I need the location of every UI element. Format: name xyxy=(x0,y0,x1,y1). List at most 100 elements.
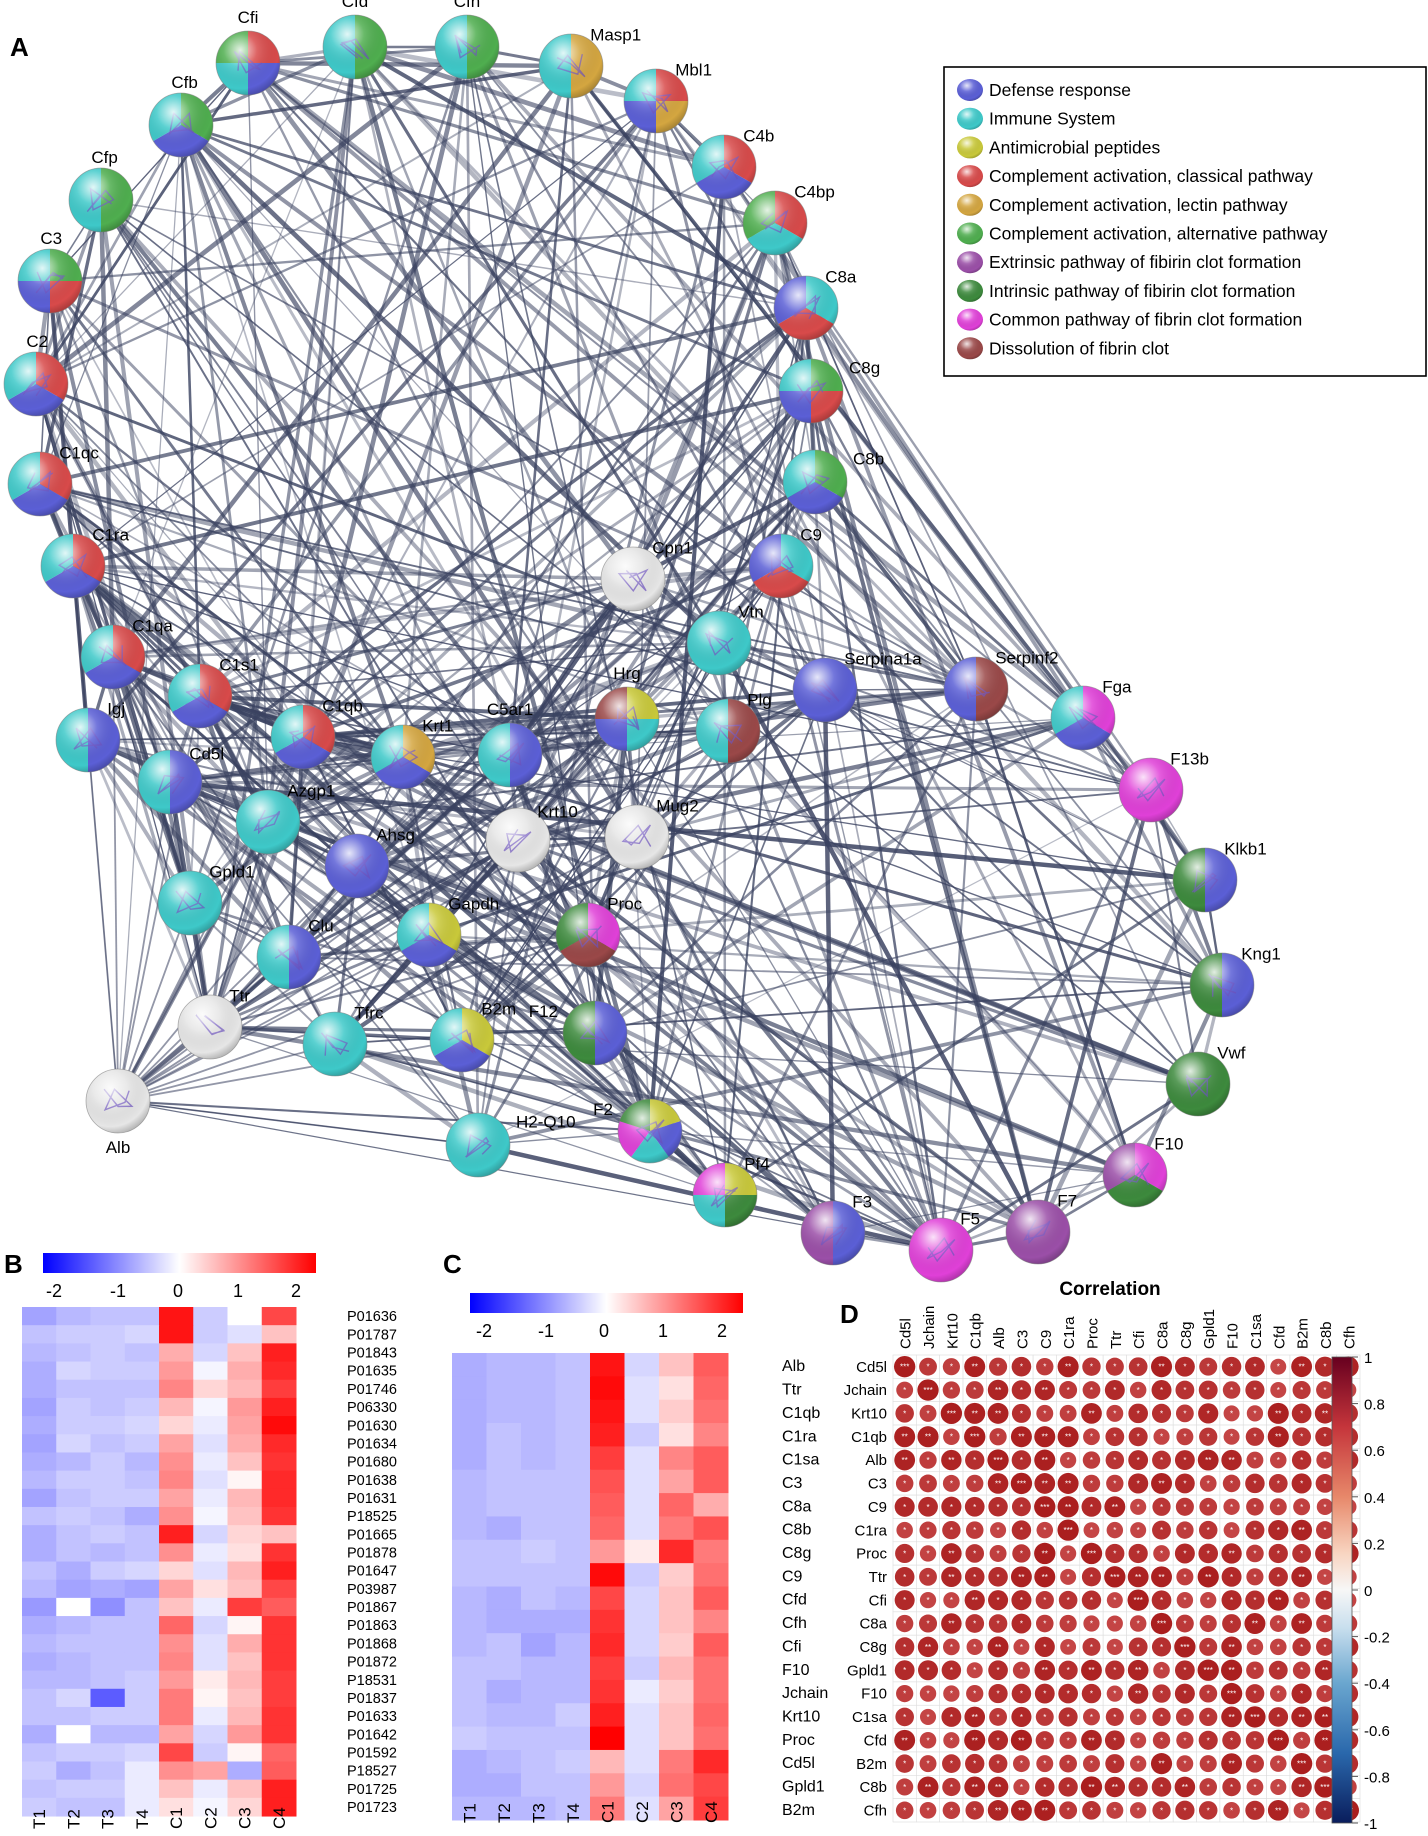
node-label: C4b xyxy=(743,126,774,145)
corr-circle xyxy=(1270,1382,1287,1399)
node-gpld1[interactable]: Gpld1 xyxy=(157,862,255,936)
node-cfb[interactable]: Cfb xyxy=(148,73,214,158)
node-f13b[interactable]: F13b xyxy=(1118,749,1209,823)
corr-circle xyxy=(1059,1731,1077,1749)
corr-circle xyxy=(1104,1730,1125,1751)
node-f2[interactable]: F2 xyxy=(593,1098,683,1164)
corr-circle xyxy=(1293,1498,1311,1516)
node-c1qb[interactable]: C1qb xyxy=(270,696,363,770)
node-pf4[interactable]: Pf4 xyxy=(692,1154,770,1228)
node-c8g[interactable]: C8g xyxy=(778,358,880,424)
heatmap-col-label: C1 xyxy=(167,1807,186,1829)
node-ahsg[interactable]: Ahsg xyxy=(324,825,415,899)
corr-circle xyxy=(1244,1706,1266,1728)
network-edge xyxy=(208,736,305,1028)
node-c3[interactable]: C3 xyxy=(17,229,83,314)
corr-significance: ** xyxy=(995,1806,1001,1815)
node-masp1[interactable]: Masp1 xyxy=(538,25,641,99)
node-f3[interactable]: F3 xyxy=(800,1192,872,1266)
node-c4bp[interactable]: C4bp xyxy=(742,182,835,256)
node-serpina1a[interactable]: Serpina1a xyxy=(792,649,922,723)
node-h2-q10[interactable]: H2-Q10 xyxy=(445,1112,576,1178)
node-c1s1[interactable]: C1s1 xyxy=(167,655,259,729)
node-cfd[interactable]: Cfd xyxy=(322,0,388,80)
node-f5[interactable]: F5 xyxy=(908,1209,980,1283)
heatmap-cell xyxy=(22,1379,57,1399)
corr-row-label: C8b xyxy=(859,1779,887,1796)
node-c1ra[interactable]: C1ra xyxy=(40,525,130,599)
node-cfh[interactable]: Cfh xyxy=(434,0,500,80)
heatmap-cell xyxy=(486,1726,522,1751)
node-azgp1[interactable]: Azgp1 xyxy=(235,781,335,855)
heatmap-cell xyxy=(452,1399,487,1424)
corr-circle xyxy=(1011,1380,1032,1400)
node-c5ar1[interactable]: C5ar1 xyxy=(477,700,543,788)
node-alb[interactable]: Alb xyxy=(85,1068,151,1157)
corr-significance: ** xyxy=(1018,1736,1024,1745)
node-vwf[interactable]: Vwf xyxy=(1165,1043,1246,1117)
node-c1qa[interactable]: C1qa xyxy=(80,616,173,690)
heatmap-cell xyxy=(124,1543,160,1563)
node-serpinf2[interactable]: Serpinf2 xyxy=(943,648,1059,722)
node-vtn[interactable]: Vtn xyxy=(686,602,764,676)
corr-circle xyxy=(1152,1497,1171,1516)
corr-circle xyxy=(1152,1684,1171,1703)
node-tfrc[interactable]: Tfrc xyxy=(302,1003,384,1077)
corr-significance: * xyxy=(1137,1386,1140,1395)
node-proc[interactable]: Proc xyxy=(555,894,643,968)
node-kng1[interactable]: Kng1 xyxy=(1189,944,1281,1018)
corr-circle xyxy=(1128,1543,1148,1564)
node-mbl1[interactable]: Mbl1 xyxy=(623,60,712,134)
node-mug2[interactable]: Mug2 xyxy=(604,796,699,870)
network-edge xyxy=(87,739,119,1102)
node-cpn1[interactable]: Cpn1 xyxy=(600,538,693,612)
corr-circle xyxy=(1128,1357,1148,1377)
node-f7[interactable]: F7 xyxy=(1005,1191,1077,1265)
node-cfp[interactable]: Cfp xyxy=(68,148,134,233)
colorbar-tick: 0 xyxy=(1364,1583,1372,1600)
node-c1qc[interactable]: C1qc xyxy=(7,443,99,517)
heatmap-row-label: Alb xyxy=(782,1358,805,1375)
heatmap-cell xyxy=(693,1609,729,1634)
corr-circle xyxy=(1199,1707,1218,1727)
heatmap-cell xyxy=(56,1525,91,1544)
node-plg[interactable]: Plg xyxy=(695,690,772,764)
node-label: C4bp xyxy=(794,182,835,201)
node-fga[interactable]: Fga xyxy=(1050,677,1132,751)
node-c2[interactable]: C2 xyxy=(3,332,69,417)
heatmap-cell xyxy=(159,1706,194,1726)
node-c9[interactable]: C9 xyxy=(748,525,822,599)
corr-significance: * xyxy=(1067,1643,1070,1652)
corr-circle xyxy=(1293,1731,1311,1749)
corr-circle xyxy=(1127,1566,1149,1588)
corr-significance: * xyxy=(1277,1479,1280,1488)
node-f12[interactable]: F12 xyxy=(529,1000,628,1066)
node-ttr[interactable]: Ttr xyxy=(177,986,250,1060)
node-cfi[interactable]: Cfi xyxy=(215,8,281,96)
heatmap-cell xyxy=(590,1773,625,1798)
heatmap-cell xyxy=(659,1493,694,1517)
node-c8a[interactable]: C8a xyxy=(773,267,857,341)
corr-significance: * xyxy=(1183,1526,1186,1535)
corr-circle xyxy=(1127,1589,1149,1611)
node-clu[interactable]: Clu xyxy=(256,916,334,990)
corr-significance: * xyxy=(1113,1433,1116,1442)
heatmap-row-label: P01633 xyxy=(347,1709,397,1725)
node-f10[interactable]: F10 xyxy=(1102,1134,1183,1208)
node-klkb1[interactable]: Klkb1 xyxy=(1172,839,1267,913)
heatmap-cell xyxy=(90,1579,126,1599)
node-cd5l[interactable]: Cd5l xyxy=(137,745,224,815)
node-c8b[interactable]: C8b xyxy=(782,449,884,515)
node-krt10[interactable]: Krt10 xyxy=(485,803,578,873)
node-krt1[interactable]: Krt1 xyxy=(370,716,453,790)
corr-circle xyxy=(1221,1449,1242,1471)
corr-significance: ** xyxy=(1088,1666,1094,1675)
node-hrg[interactable]: Hrg xyxy=(594,664,660,752)
node-c4b[interactable]: C4b xyxy=(691,126,774,200)
node-gapdh[interactable]: Gapdh xyxy=(396,894,499,968)
node-b2m[interactable]: B2m xyxy=(429,999,516,1073)
node-igj[interactable]: Igj xyxy=(55,699,125,773)
corr-col-label: Krt10 xyxy=(944,1313,961,1349)
